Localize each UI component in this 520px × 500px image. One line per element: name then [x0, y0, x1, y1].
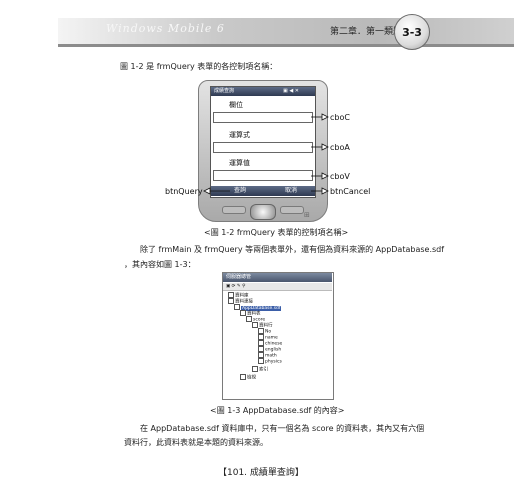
- right-hardware-button: [280, 206, 304, 214]
- tree-node-columns[interactable]: 資料行: [252, 322, 273, 330]
- field-combo[interactable]: [213, 112, 313, 123]
- tree-node-tables[interactable]: 資料表: [240, 310, 261, 318]
- column-icon: [258, 352, 264, 358]
- tree-node-score[interactable]: score: [246, 316, 265, 324]
- field-label: 欄位: [229, 101, 243, 109]
- operator-combo[interactable]: [213, 142, 313, 153]
- explorer-titlebar: [223, 273, 332, 282]
- callout-btnQuery: btnQuery: [165, 187, 203, 196]
- page-footer: 【101. 成績單查詢】: [218, 468, 304, 478]
- dpad-button: [250, 204, 276, 220]
- tree-node-databases[interactable]: 資料庫: [228, 292, 249, 300]
- figure1-caption: <圖 1-2 frmQuery 表單的控制項名稱>: [204, 228, 349, 237]
- server-explorer-window: [222, 272, 334, 400]
- callout-cboA: cboA: [330, 143, 350, 152]
- folder-icon: [228, 298, 234, 304]
- explorer-toolbar-icons: ▣ ⟳ ✎ ⚲: [226, 284, 246, 289]
- section-badge: 3-3: [394, 14, 430, 50]
- table-icon: [246, 316, 252, 322]
- cancel-softkey[interactable]: 取消: [285, 187, 298, 194]
- chapter-title: 第二章．第一類題目: [330, 27, 412, 37]
- paragraph3-line1: 在 AppDatabase.sdf 資料庫中，只有一個名為 score 的資料表…: [140, 424, 425, 433]
- page-header-band: [58, 18, 514, 47]
- query-softkey[interactable]: 查詢: [234, 187, 247, 194]
- tree-node-column[interactable]: name: [258, 334, 278, 342]
- windows-flag-icon: ⊞: [304, 211, 310, 219]
- folder-icon: [228, 292, 234, 298]
- explorer-title: 伺服器總管: [226, 274, 252, 280]
- tree-node-column[interactable]: math: [258, 352, 277, 360]
- titlebar-icons: ▣ ◀ ✕: [283, 88, 299, 94]
- tree-node-views[interactable]: 檢視: [240, 374, 256, 382]
- tree-node-column[interactable]: english: [258, 346, 281, 354]
- operator-label: 運算式: [229, 131, 250, 139]
- paragraph2-line1: 除了 frmMain 及 frmQuery 等兩個表單外，還有個為資料來源的 A…: [140, 245, 445, 254]
- tree-node-column[interactable]: chinese: [258, 340, 282, 348]
- window-title: 成績查詢: [214, 88, 235, 94]
- book-logo: Windows Mobile 6: [106, 22, 225, 35]
- database-icon: [234, 304, 240, 310]
- figure2-caption: <圖 1-3 AppDatabase.sdf 的內容>: [210, 406, 345, 415]
- callout-cboC: cboC: [330, 113, 350, 122]
- tree-node-column[interactable]: No: [258, 328, 271, 336]
- value-combo[interactable]: [213, 170, 313, 181]
- callout-cboV: cboV: [330, 172, 350, 181]
- tree-node-connections[interactable]: 資料連接: [228, 298, 253, 306]
- paragraph2-line2: ，其內容如圖 1-3：: [124, 260, 196, 269]
- column-icon: [258, 358, 264, 364]
- folder-icon: [240, 374, 246, 380]
- explorer-toolbar: [223, 283, 332, 291]
- column-icon: [258, 334, 264, 340]
- tree-node-appdatabase[interactable]: AppDatabase.sdf: [234, 304, 282, 312]
- intro-paragraph: 圖 1-2 是 frmQuery 表單的各控制項名稱：: [120, 62, 278, 71]
- paragraph3-line2: 資料行，此資料表就是本題的資料來源。: [124, 438, 268, 447]
- tree-node-indexes[interactable]: 索引: [252, 366, 268, 374]
- callout-btnCancel: btnCancel: [330, 187, 371, 196]
- callout-arrows: [203, 113, 329, 195]
- window-titlebar: [211, 87, 315, 96]
- folder-icon: [240, 310, 246, 316]
- folder-icon: [252, 366, 258, 372]
- softkey-bar: [211, 186, 315, 196]
- column-icon: [258, 328, 264, 334]
- value-label: 運算值: [229, 159, 250, 167]
- column-icon: [258, 340, 264, 346]
- tree-node-column[interactable]: physics: [258, 358, 282, 366]
- left-hardware-button: [222, 206, 246, 214]
- column-icon: [258, 346, 264, 352]
- folder-icon: [252, 322, 258, 328]
